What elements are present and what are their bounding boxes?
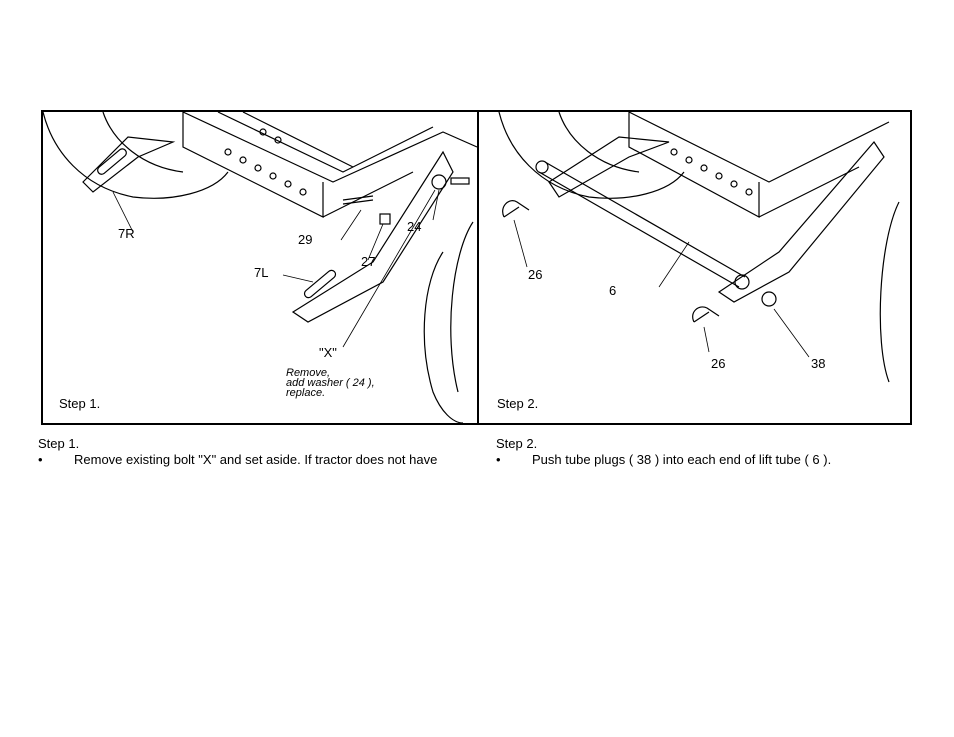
note-remove-washer: Remove, add washer ( 24 ), replace.: [286, 368, 375, 398]
lift-tube-6: [539, 162, 745, 287]
step1-instruction-text: Remove existing bolt "X" and set aside. …: [74, 452, 437, 468]
step2-instruction-text: Push tube plugs ( 38 ) into each end of …: [532, 452, 831, 468]
step2-diagram: [479, 112, 913, 423]
step1-panel-label: Step 1.: [59, 396, 100, 411]
lift-tube-end-left: [536, 161, 548, 173]
hairpin-26-top: [503, 201, 529, 217]
rear-tire-left-inner: [559, 112, 639, 172]
bracket-7R-slot: [96, 147, 128, 176]
hairpin-26-bottom: [693, 307, 719, 322]
frame-holes: [225, 129, 306, 195]
bullet: •: [496, 452, 501, 468]
callout-7R: 7R: [118, 227, 135, 240]
bolt-X: [451, 178, 469, 184]
illustration-frame: 7R 29 24 27 7L "X" Remove, add washer ( …: [41, 110, 912, 425]
deck-frame: [183, 112, 477, 217]
callout-27: 27: [361, 255, 375, 268]
callout-26-bottom: 26: [711, 357, 725, 370]
callout-7L: 7L: [254, 266, 268, 279]
step1-instructions: Step 1. • Remove existing bolt "X" and s…: [38, 436, 478, 470]
tube-plug-38: [762, 292, 776, 306]
deck-frame: [629, 112, 889, 217]
step1-heading: Step 1.: [38, 436, 79, 452]
step2-panel-label: Step 2.: [497, 396, 538, 411]
bullet: •: [38, 452, 43, 468]
washer-24: [432, 175, 446, 189]
step2-instructions: Step 2. • Push tube plugs ( 38 ) into ea…: [496, 436, 916, 470]
front-tire-right-inner: [451, 222, 473, 392]
callout-6: 6: [609, 284, 616, 297]
front-tire-right: [424, 252, 463, 423]
deck-top: [218, 112, 433, 172]
front-tire-right: [880, 202, 899, 382]
callout-24: 24: [407, 220, 421, 233]
callout-X: "X": [319, 346, 337, 359]
step2-heading: Step 2.: [496, 436, 537, 452]
nut-27: [380, 214, 390, 224]
callout-38: 38: [811, 357, 825, 370]
frame-holes: [671, 149, 752, 195]
callout-26-top: 26: [528, 268, 542, 281]
callout-29: 29: [298, 233, 312, 246]
